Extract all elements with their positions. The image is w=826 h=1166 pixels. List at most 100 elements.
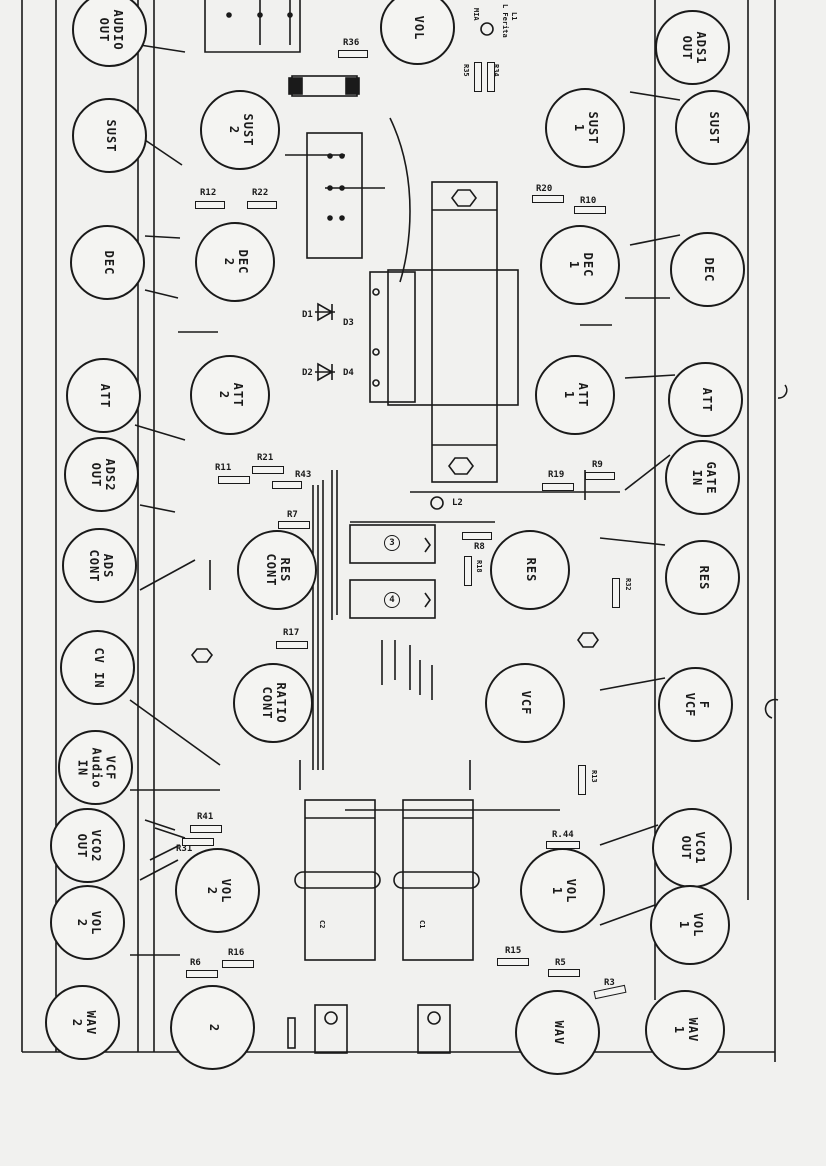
label-r9: R9: [592, 460, 603, 470]
wav1-right-knob: WAV 1: [645, 990, 725, 1070]
att-right-knob-label: ATT: [699, 387, 714, 412]
label-r44: R.44: [552, 830, 574, 840]
resistor-r7: [278, 521, 310, 529]
sust2-knob-label: SUST 2: [227, 113, 255, 147]
label-r35: R35: [462, 64, 470, 77]
label-r31: R31: [176, 844, 193, 854]
res-right-knob: RES: [665, 540, 740, 615]
wav1-mid-knob-label: WAV: [551, 1020, 566, 1045]
att2-knob-label: ATT 2: [217, 382, 245, 408]
audio-out-knob-label: AUDIO OUT: [96, 8, 125, 51]
label-r18: R18: [475, 560, 483, 573]
label-r15: R15: [505, 946, 522, 956]
ratio-cont-knob-label: RATIO CONT: [260, 682, 288, 724]
ads-cont-knob: ADS CONT: [62, 528, 137, 603]
label-r34: R34: [492, 64, 500, 77]
label-r36: R36: [343, 38, 360, 48]
wav2-mid-knob: 2: [170, 985, 255, 1070]
res-cont-knob: RES CONT: [237, 530, 317, 610]
label-r43: R43: [295, 470, 312, 480]
ic4-marker: 4: [384, 592, 400, 608]
label-r16: R16: [228, 948, 245, 958]
vol1-mid-knob-label: VOL 1: [549, 878, 578, 903]
resistor-r22: [247, 201, 277, 209]
wav1-right-knob-label: WAV 1: [672, 1017, 700, 1043]
label-r13: R13: [590, 770, 598, 783]
ads-cont-knob-label: ADS CONT: [86, 549, 115, 582]
resistor-r6: [186, 970, 218, 978]
resistor-r16: [222, 960, 254, 968]
sust-left-knob-label: SUST: [103, 119, 118, 152]
resistor-r43: [272, 481, 302, 489]
att1-knob: ATT 1: [535, 355, 615, 435]
resistor-r5: [548, 969, 580, 977]
vcf-audio-in-knob: VCF Audio IN: [58, 730, 133, 805]
vco1-out-knob: VCO1 OUT: [652, 808, 732, 888]
resistor-r41: [190, 825, 222, 833]
audio-out-knob: AUDIO OUT: [72, 0, 147, 67]
resistor-r31: [182, 838, 214, 846]
ads2-out-knob: ADS2 OUT: [64, 437, 139, 512]
gate-in-knob: GATE IN: [665, 440, 740, 515]
wav1-mid-knob: WAV: [515, 990, 600, 1075]
label-r22: R22: [252, 188, 269, 198]
label-d1: D1: [302, 310, 313, 320]
wav2-left-knob: WAV 2: [45, 985, 120, 1060]
sust-right-knob: SUST: [675, 90, 750, 165]
att-right-knob: ATT: [668, 362, 743, 437]
vco1-out-knob-label: VCO1 OUT: [679, 831, 707, 865]
label-r7: R7: [287, 510, 298, 520]
label-d4: D4: [343, 368, 354, 378]
vco2-out-knob: VCO2 OUT: [50, 808, 125, 883]
label-l2: L2: [452, 498, 463, 508]
dec-right-knob: DEC: [670, 232, 745, 307]
vol2-left-knob: VOL 2: [50, 885, 125, 960]
resistor-r19: [542, 483, 574, 491]
vol-top-knob-label: VOL: [411, 15, 426, 40]
label-r8: R8: [474, 542, 485, 552]
label-r19: R19: [548, 470, 565, 480]
sust2-knob: SUST 2: [200, 90, 280, 170]
resistor-r18: [464, 556, 472, 586]
dec1-knob-label: DEC 1: [567, 252, 595, 278]
resistor-r20: [532, 195, 564, 203]
label-r5: R5: [555, 958, 566, 968]
resistor-r36: [338, 50, 368, 58]
vcf-mid-knob-label: VCF: [518, 690, 533, 716]
ic3-marker: 3: [384, 535, 400, 551]
label-l1: L1: [510, 12, 518, 21]
f-vcf-knob-label: F VCF: [682, 692, 711, 717]
vol2-left-knob-label: VOL 2: [74, 910, 103, 935]
vol-top-knob: VOL: [380, 0, 455, 65]
resistor-r15: [497, 958, 529, 966]
ads1-out-knob-label: ADS1 OUT: [679, 31, 708, 64]
sust1-knob: SUST 1: [545, 88, 625, 168]
ratio-cont-knob: RATIO CONT: [233, 663, 313, 743]
cv-in-knob: CV IN: [60, 630, 135, 705]
label-mia: MIA: [472, 8, 480, 21]
gate-in-knob-label: GATE IN: [689, 461, 718, 494]
ads2-out-knob-label: ADS2 OUT: [88, 458, 117, 491]
wav2-left-knob-label: WAV 2: [69, 1010, 98, 1035]
res-cont-knob-label: RES CONT: [264, 553, 292, 587]
vol1-right-knob-label: VOL 1: [677, 912, 705, 938]
vol2-mid-knob-label: VOL 2: [204, 878, 233, 903]
dec-left-knob-label: DEC: [101, 250, 116, 275]
resistor-r34: [487, 62, 495, 92]
label-r21: R21: [257, 453, 274, 463]
resistor-r8: [462, 532, 492, 540]
att-left-knob: ATT: [66, 358, 141, 433]
dec2-knob: DEC 2: [195, 222, 275, 302]
cv-in-knob-label: CV IN: [91, 646, 106, 689]
res-right-knob-label: RES: [696, 565, 711, 590]
label-r6: R6: [190, 958, 201, 968]
label-r11: R11: [215, 463, 232, 473]
dec-right-knob-label: DEC: [701, 257, 716, 282]
vol1-mid-knob: VOL 1: [520, 848, 605, 933]
res-mid-knob: RES: [490, 530, 570, 610]
resistor-r10: [574, 206, 606, 214]
resistor-r12: [195, 201, 225, 209]
resistor-r9: [585, 472, 615, 480]
label-r41: R41: [197, 812, 214, 822]
